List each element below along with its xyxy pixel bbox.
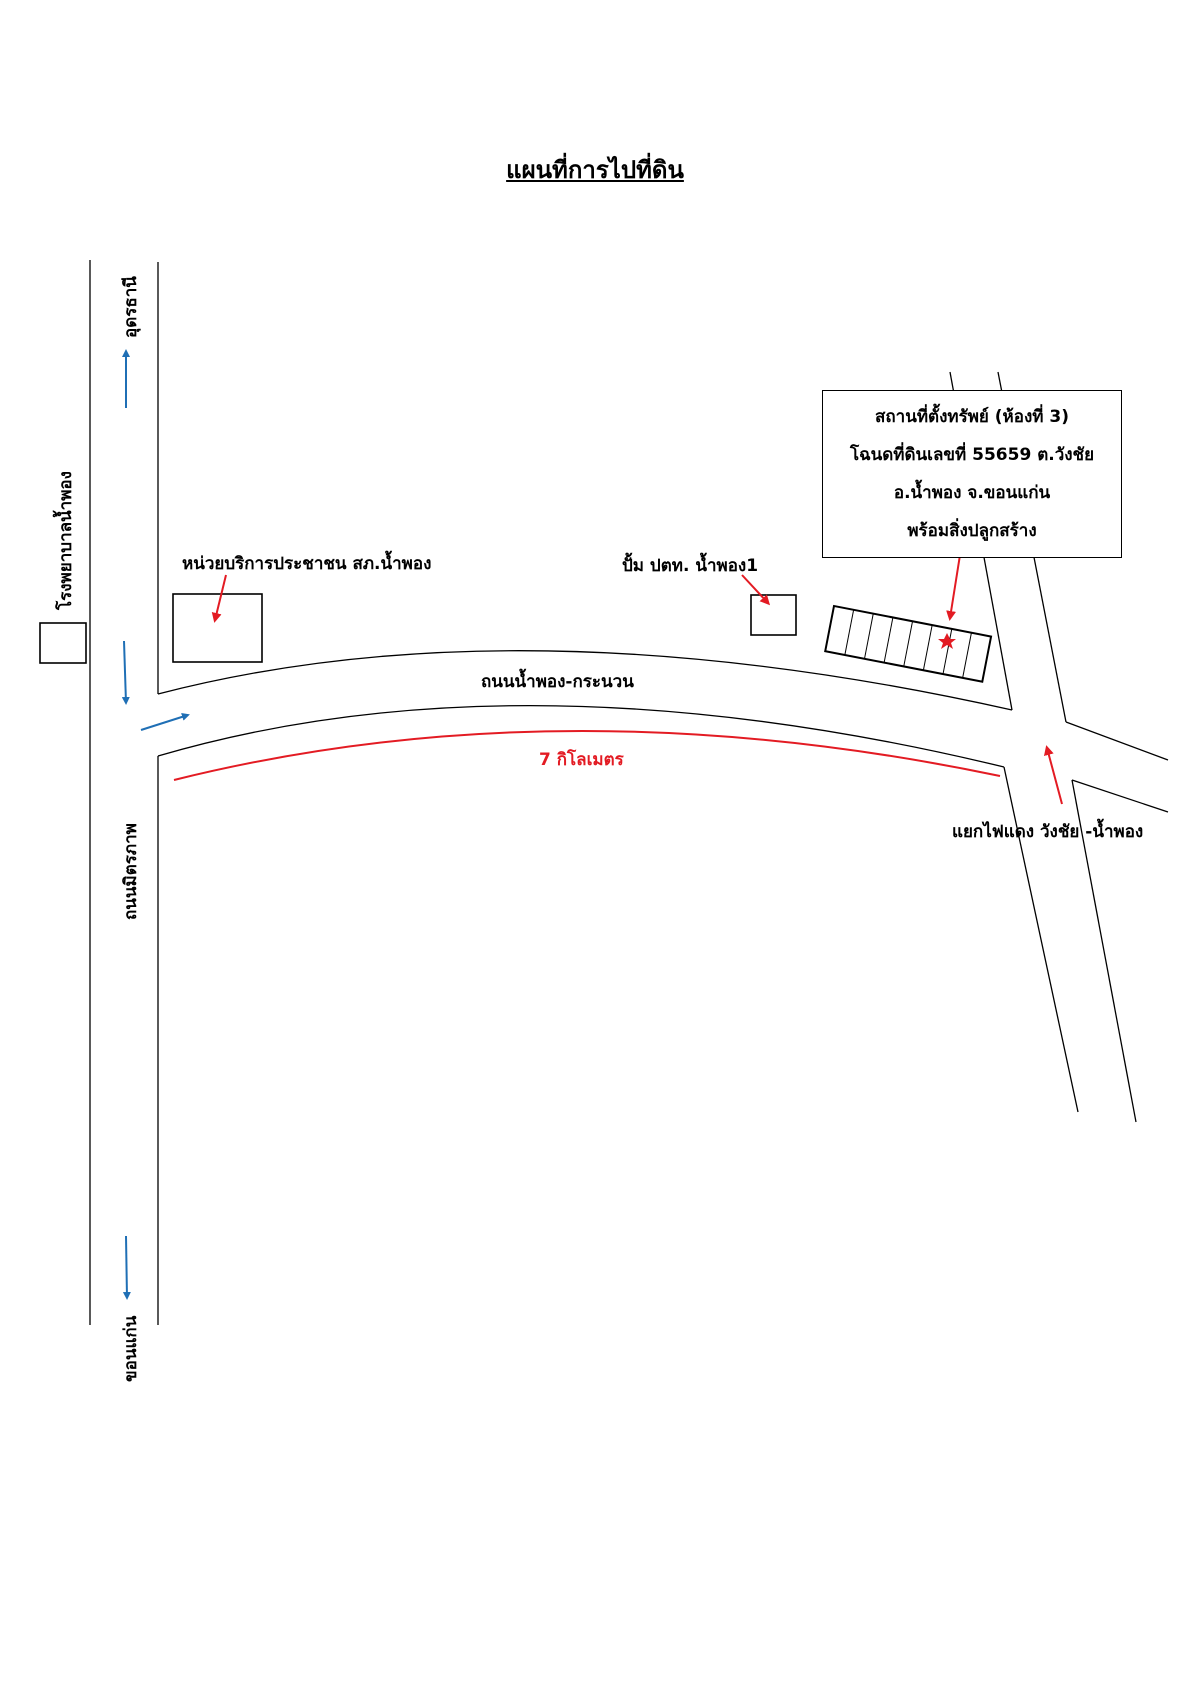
arrow-service-unit-red-icon bbox=[211, 574, 227, 623]
info-line: พร้อมสิ่งปลูกสร้าง bbox=[907, 521, 1037, 541]
distance-label: 7 กิโลเมตร bbox=[539, 750, 624, 770]
property-marker-star-icon bbox=[938, 633, 956, 649]
nam-phong-kranuan-road bbox=[157, 650, 1013, 768]
arrow-down-bottom-blue-icon bbox=[122, 1235, 131, 1300]
main-road-label: ถนนน้ำพอง-กระนวน bbox=[481, 672, 634, 692]
khonkaen-label: ขอนแก่น bbox=[121, 1315, 141, 1382]
arrow-ptt-red-icon bbox=[741, 574, 771, 606]
property-info-box: สถานที่ตั้งทรัพย์ (ห้องที่ 3) โฉนดที่ดิน… bbox=[822, 390, 1122, 558]
ptt-station-label: ปั้ม ปตท. น้ำพอง1 bbox=[622, 556, 759, 576]
info-line: สถานที่ตั้งทรัพย์ (ห้องที่ 3) bbox=[874, 407, 1069, 427]
ptt-station-building bbox=[750, 594, 797, 636]
page-title: แผนที่การไปที่ดิน bbox=[506, 156, 684, 184]
mittraphap-road-label: ถนนมิตรภาพ bbox=[121, 823, 141, 920]
service-unit-building bbox=[172, 593, 263, 663]
udon-label: อุดรธานี bbox=[121, 276, 141, 338]
arrow-intersection-red-icon bbox=[1043, 745, 1063, 805]
info-line: โฉนดที่ดินเลขที่ 55659 ต.วังชัย bbox=[849, 445, 1095, 465]
hospital-building bbox=[39, 622, 87, 664]
service-unit-label: หน่วยบริการประชาชน สภ.น้ำพอง bbox=[182, 554, 432, 574]
hospital-label: โรงพยาบาลน้ำพอง bbox=[56, 471, 76, 610]
distance-line bbox=[173, 729, 1001, 781]
arrow-property-red-icon bbox=[946, 554, 961, 621]
arrow-right-blue-icon bbox=[140, 713, 190, 731]
info-line: อ.น้ำพอง จ.ขอนแก่น bbox=[893, 483, 1051, 503]
intersection-label: แยกไฟแดง วังชัย -น้ำพอง bbox=[952, 822, 1144, 842]
arrow-down-blue-icon bbox=[121, 640, 130, 705]
mittraphap-road bbox=[89, 260, 159, 1325]
property-rooms bbox=[824, 604, 993, 683]
